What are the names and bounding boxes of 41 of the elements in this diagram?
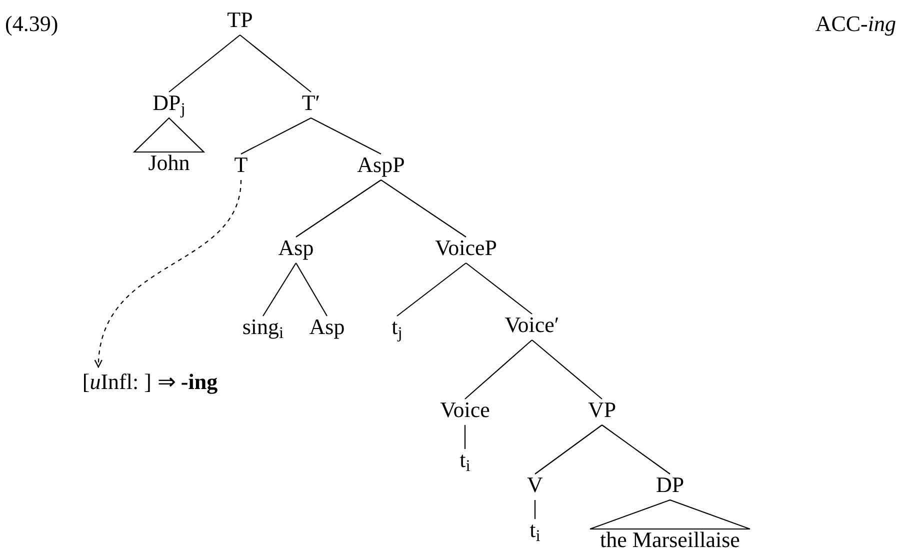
tree-node-label: VoiceP (435, 235, 497, 261)
branch-line (464, 425, 466, 449)
branch-line (396, 262, 466, 316)
tree-node-label: Asp (309, 314, 345, 340)
branch-line (466, 262, 532, 314)
tree-node-label: VP (588, 397, 616, 423)
tree-node-label: Voice′ (504, 312, 560, 338)
tree-node-label: DP$_{j}$ (152, 90, 186, 116)
tree-node-label: DP (656, 472, 684, 498)
branch-line (296, 262, 328, 316)
construction-label: ACC-ing (815, 10, 896, 38)
roof-triangle (590, 499, 750, 530)
tree-node-label: t$_{i}$ (530, 517, 540, 543)
branch-line (380, 180, 466, 238)
tree-node-label: sing$_{i}$ (242, 314, 284, 340)
tree-node-label: AspP (357, 152, 405, 178)
tree-node-label: T′ (302, 90, 320, 116)
branch-line (310, 118, 382, 154)
movement-arrow (95, 180, 242, 368)
branch-line (240, 34, 312, 92)
branch-line (168, 34, 240, 92)
tree-node-label: Asp (278, 235, 314, 261)
tree-node-label: TP (227, 7, 253, 33)
tree-node-label: John (148, 150, 190, 176)
roof-triangle (132, 117, 206, 153)
feature-annotation: [uInfl: ] ⇒ -ing (82, 369, 218, 395)
branch-line (534, 500, 536, 519)
branch-line (464, 340, 532, 400)
tree-node-label: the Marseillaise (600, 527, 740, 553)
tree-node-label: t$_{i}$ (460, 447, 470, 473)
example-number: (4.39) (5, 10, 58, 38)
branch-line (534, 424, 602, 474)
branch-line (262, 262, 296, 316)
tree-node-label: Voice (440, 397, 490, 423)
branch-line (296, 180, 382, 238)
tree-node-label: V (527, 472, 543, 498)
branch-line (532, 340, 602, 400)
tree-node-label: T (234, 152, 248, 178)
branch-line (602, 424, 670, 474)
branch-line (240, 118, 312, 154)
tree-node-label: t$_{j}$ (392, 314, 402, 340)
